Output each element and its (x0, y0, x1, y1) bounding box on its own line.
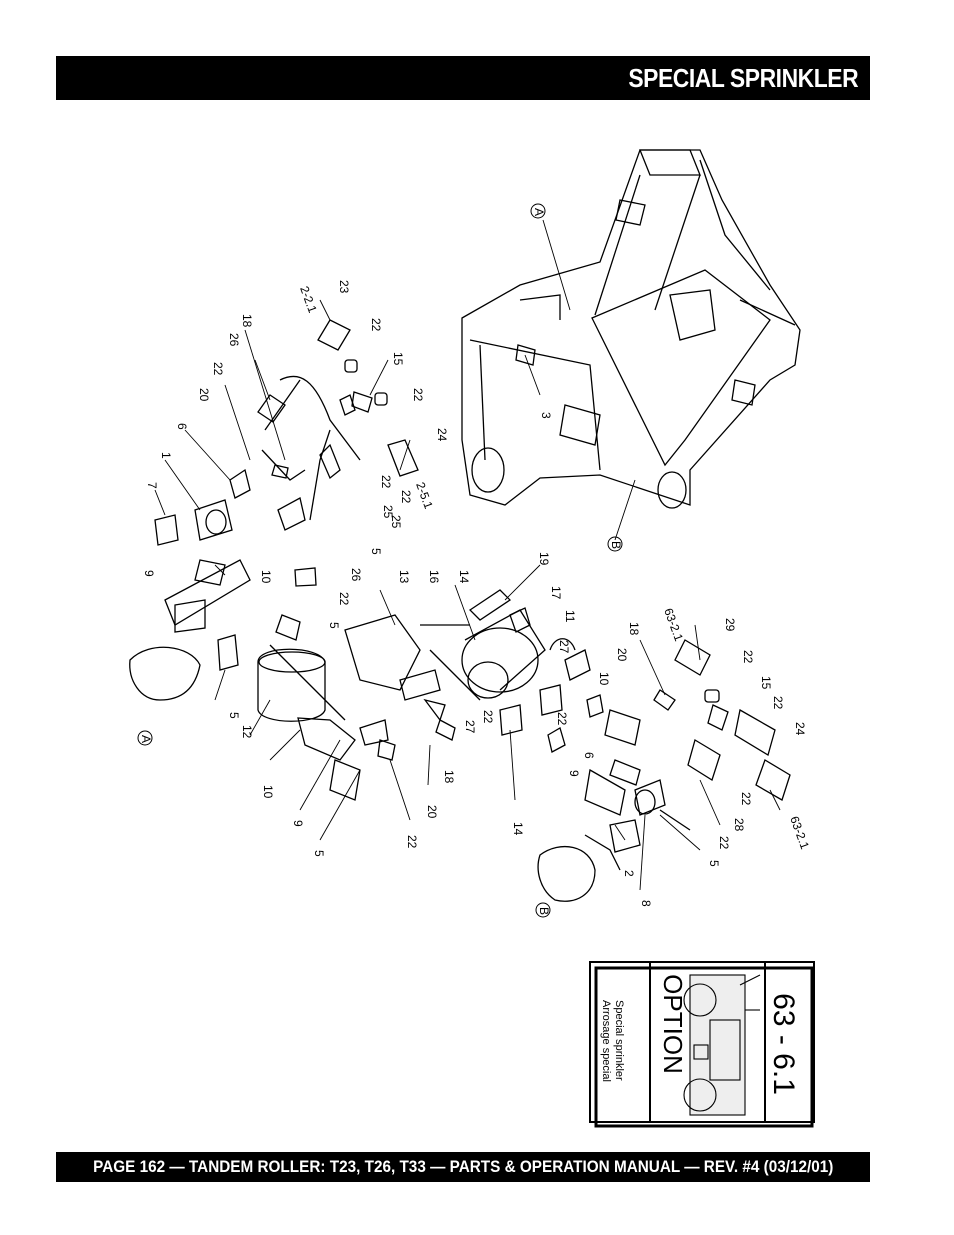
mark-b-top: B (607, 536, 623, 552)
callout-22: 22 (741, 650, 755, 664)
callout-7: 7 (145, 482, 159, 489)
callout-22: 22 (481, 710, 495, 724)
callout-3: 3 (539, 412, 553, 419)
description-english: Special sprinkler (613, 1000, 625, 1081)
callout-16: 16 (427, 570, 441, 584)
callout-1: 1 (159, 452, 173, 459)
callout-5: 5 (227, 712, 241, 719)
callout-24: 24 (435, 428, 449, 442)
callout-9: 9 (567, 770, 581, 777)
callout-6: 6 (582, 752, 596, 759)
callout-22: 22 (739, 792, 753, 806)
callout-10: 10 (261, 785, 275, 799)
reference-marks: A B A B (137, 203, 623, 918)
callout-14: 14 (511, 822, 525, 836)
chassis-frame (461, 149, 801, 509)
callout-5: 5 (312, 850, 326, 857)
callout-12: 12 (240, 725, 254, 739)
page-footer: PAGE 162 — TANDEM ROLLER: T23, T26, T33 … (56, 1152, 870, 1182)
roller-thumbnail-icon (683, 974, 761, 1116)
callout-22: 22 (411, 388, 425, 402)
callout-19: 19 (537, 552, 551, 566)
callout-22: 22 (337, 592, 351, 606)
leader-lines (154, 219, 781, 891)
callout-26: 26 (349, 568, 363, 582)
callout-20: 20 (425, 805, 439, 819)
callout-29: 29 (723, 618, 737, 632)
left-hose-assembly (129, 319, 419, 721)
callout-9: 9 (291, 820, 305, 827)
mark-a-top: A (530, 203, 546, 219)
callout-22: 22 (369, 318, 383, 332)
svg-text:A: A (139, 735, 153, 743)
page-header: SPECIAL SPRINKLER (56, 56, 870, 100)
callout-22: 22 (405, 835, 419, 849)
callout-22: 22 (771, 696, 785, 710)
option-label: OPTION (658, 974, 688, 1074)
callout-10: 10 (259, 570, 273, 584)
callout-5: 5 (327, 622, 341, 629)
callout-18: 18 (442, 770, 456, 784)
callout-63-2-1: 63-2.1 (661, 606, 686, 643)
callout-15: 15 (759, 676, 773, 690)
callout-2-5-1: 2-5.1 (413, 480, 436, 511)
svg-text:B: B (537, 907, 551, 915)
callout-63-2-1: 63-2.1 (787, 814, 812, 851)
section-number: 63 - 6.1 (767, 993, 800, 1095)
footer-text: PAGE 162 — TANDEM ROLLER: T23, T26, T33 … (92, 1157, 834, 1176)
callout-18: 18 (240, 314, 254, 328)
callout-27: 27 (557, 640, 571, 654)
callout-5: 5 (369, 548, 383, 555)
callout-25: 25 (389, 515, 403, 529)
page-title: SPECIAL SPRINKLER (628, 62, 858, 93)
callout-24: 24 (793, 722, 807, 736)
mark-b-bottom: B (535, 902, 551, 918)
callout-25: 25 (381, 505, 395, 519)
pump-assembly (257, 589, 591, 801)
callout-9: 9 (142, 570, 156, 577)
callout-8: 8 (639, 900, 653, 907)
callout-27: 27 (463, 720, 477, 734)
callout-labels: 23 2-2.1 22 15 22 24 2-5.1 22 25 22 25 5… (142, 280, 812, 907)
section-reference-box: 63 - 6.1 OPTION Special sprinkler Arrosa… (589, 961, 815, 1128)
mark-a-bottom: A (137, 730, 153, 746)
svg-text:A: A (532, 208, 546, 216)
callout-10: 10 (597, 672, 611, 686)
callout-20: 20 (615, 648, 629, 662)
callout-23: 23 (337, 280, 351, 294)
callout-2-2-1: 2-2.1 (297, 284, 320, 315)
callout-20: 20 (197, 388, 211, 402)
callout-11: 11 (563, 610, 577, 623)
callout-6: 6 (175, 423, 189, 430)
callout-22: 22 (211, 362, 225, 376)
callout-15: 15 (391, 352, 405, 366)
callout-13: 13 (397, 570, 411, 584)
callout-5: 5 (707, 860, 721, 867)
description-french: Arrosage special (600, 1000, 612, 1082)
callout-2: 2 (622, 870, 636, 877)
callout-26: 26 (227, 333, 241, 347)
callout-22: 22 (379, 475, 393, 489)
right-hose-assembly (537, 638, 791, 902)
svg-text:B: B (609, 541, 623, 549)
callout-18: 18 (627, 622, 641, 636)
callout-22: 22 (555, 712, 569, 726)
callout-17: 17 (549, 586, 563, 600)
callout-14: 14 (457, 570, 471, 584)
callout-22: 22 (717, 836, 731, 850)
callout-22: 22 (399, 490, 413, 504)
callout-28: 28 (732, 818, 746, 832)
